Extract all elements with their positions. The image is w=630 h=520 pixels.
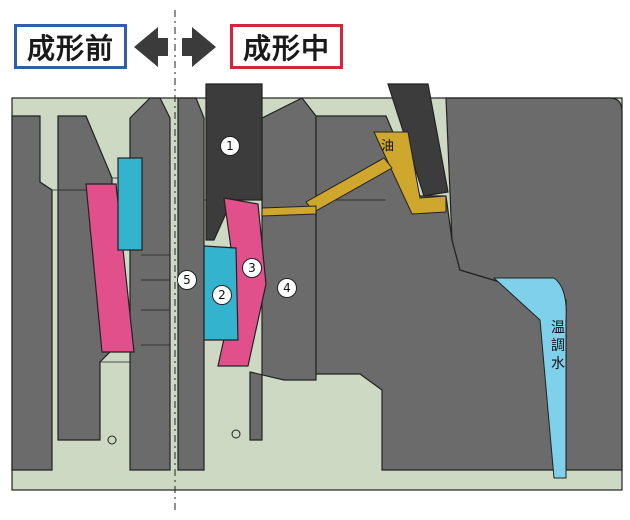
water-label-1: 温 bbox=[551, 320, 565, 336]
blue-part-before bbox=[117, 157, 143, 251]
oil-channel-main bbox=[373, 131, 447, 215]
left-center-post bbox=[129, 97, 171, 471]
water-label-3: 水 bbox=[551, 356, 565, 372]
label-before-forming: 成形前 bbox=[14, 24, 127, 69]
marker-3: 3 bbox=[242, 258, 262, 278]
pin-hole-right bbox=[231, 429, 241, 439]
arrow-right bbox=[182, 27, 216, 67]
pin-hole-left bbox=[107, 435, 117, 445]
label-during-forming: 成形中 bbox=[230, 24, 343, 69]
pink-part-before bbox=[85, 183, 135, 353]
marker-4: 4 bbox=[277, 278, 297, 298]
water-label-2: 調 bbox=[551, 338, 565, 354]
water-channel bbox=[492, 277, 567, 479]
oil-channel-horizontal bbox=[261, 205, 317, 217]
marker-2: 2 bbox=[212, 285, 232, 305]
right-inner-mold bbox=[249, 97, 317, 441]
arrow-left bbox=[134, 27, 168, 67]
marker-5: 5 bbox=[177, 270, 197, 290]
oil-label: 油 bbox=[381, 139, 395, 154]
marker-1: 1 bbox=[220, 136, 240, 156]
